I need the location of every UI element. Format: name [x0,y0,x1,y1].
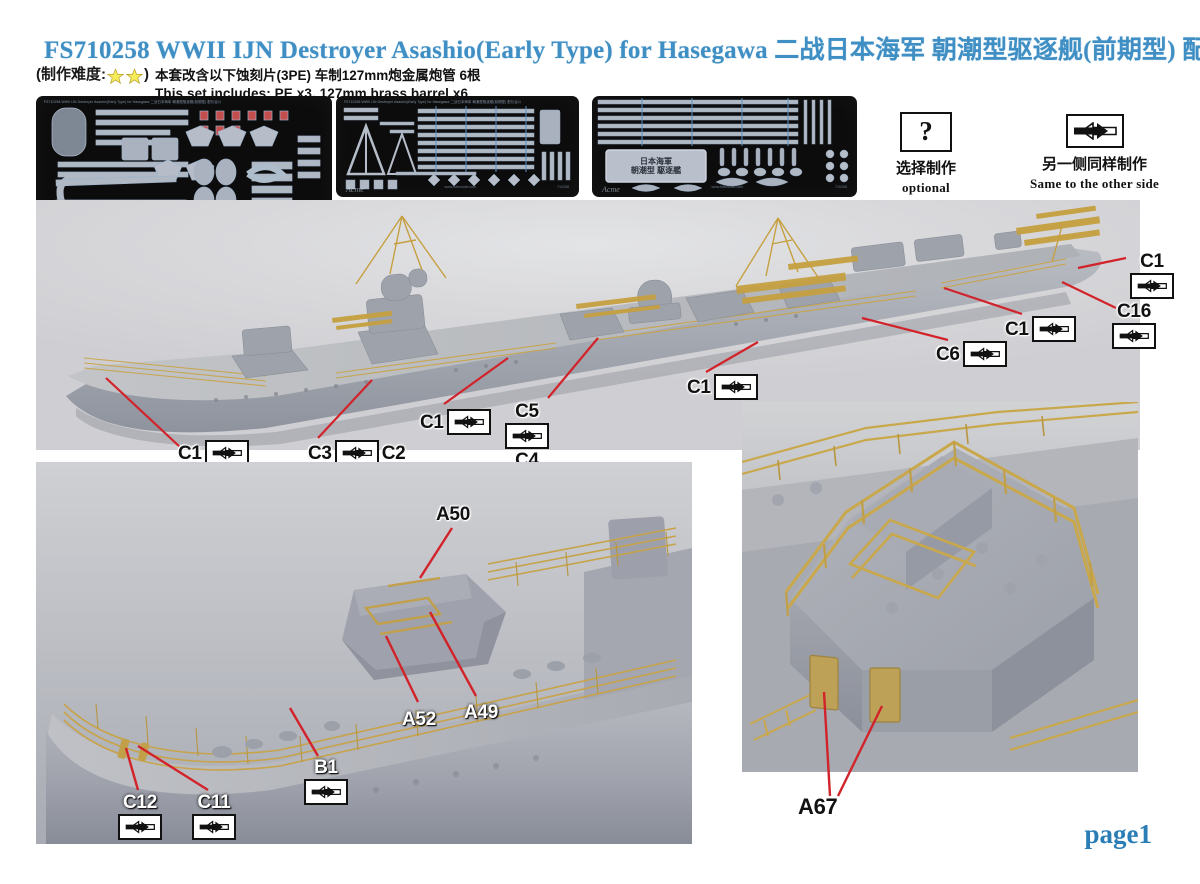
callout-c11[interactable]: C11 [192,793,236,840]
bow-detail-art [36,462,692,844]
callout-c16[interactable]: C16 [1112,302,1156,349]
callout-code-secondary: C2 [381,442,406,464]
legend-same-other-side-cn: 另一侧同样制作 [1042,156,1148,173]
callout-code: C1 [1005,318,1029,340]
mirror-arrow-icon [118,814,162,840]
callout-code: B1 [314,757,338,778]
legend-same-other-side-en: Same to the other side [1030,176,1160,191]
difficulty-rating: (制作难度: ) [36,66,149,85]
callout-b1[interactable]: B1 [304,758,348,805]
fret-footer: Acme www.fsfsmodel.com 710258 [592,185,857,194]
callout-code: C1 [1140,251,1164,272]
bridge-detail-photo [742,402,1138,772]
bow-detail-photo [36,462,692,844]
callout-c3-c2[interactable]: C3 C2 [308,440,406,466]
pe-fret-2-photo: FS710258 WWII IJN Destroyer Asashio(Earl… [336,96,579,197]
pe-fret-3-photo: 日本海軍 朝潮型 駆逐艦 Acme www.fsfsmodel.com 7102… [592,96,857,197]
mirror-arrow-icon [304,779,348,805]
nameplate-line-1: 日本海軍 [640,156,672,166]
legend-optional-en: optional [902,180,950,195]
callout-code: A52 [402,709,436,730]
legend-optional-cn: 选择制作 [896,160,957,177]
difficulty-label-prefix: (制作难度: [36,66,106,83]
callout-c12[interactable]: C12 [118,793,162,840]
mirror-arrow-icon [1130,273,1174,299]
nameplate: 日本海軍 朝潮型 駆逐艦 [610,152,702,180]
mirror-arrow-icon [713,374,758,400]
callout-code: C16 [1117,301,1151,322]
callout-code: C6 [936,343,960,365]
fret-2-parts [343,106,571,190]
bridge-detail-art [742,402,1138,772]
callout-code: C11 [197,792,231,813]
question-mark-icon: ? [900,112,952,152]
fret-3-parts [597,98,849,192]
callout-c1-aft[interactable]: C1 [1005,316,1076,342]
fret-website: www.fsfsmodel.com [444,185,477,189]
callout-c1-midforward[interactable]: C1 [420,409,491,435]
callout-a67[interactable]: A67 [798,794,838,819]
legend-same-other-side: 另一侧同样制作 Same to the other side [1030,114,1159,192]
callout-c5-c4[interactable]: C5 C4 [505,402,549,470]
fret-website: www.fsfsmodel.com [711,185,744,189]
callout-code: A50 [436,504,470,525]
fret-code: 710258 [835,185,847,189]
callout-code: C1 [178,442,202,464]
callout-code: C1 [420,411,444,433]
callout-a50[interactable]: A50 [436,505,470,524]
mirror-arrow-icon [1031,316,1076,342]
callout-code: A49 [464,702,498,723]
set-contents-cn: 本套改含以下蚀刻片(3PE) 车制127mm炮金属炮管 6根 [155,68,481,83]
page-title: FS710258 WWII IJN Destroyer Asashio(Earl… [44,37,1200,64]
callout-code: C1 [687,376,711,398]
fret-header-text: FS710258 WWII IJN Destroyer Asashio(Earl… [344,100,522,104]
fret-brand: Acme [602,185,620,194]
mirror-arrow-icon [192,814,236,840]
callout-code: C3 [308,442,332,464]
callout-code: C5 [515,401,539,422]
callout-code: A67 [798,794,838,819]
mirror-arrow-icon [1065,114,1124,148]
page-number: page1 [1084,819,1153,849]
mirror-arrow-icon [962,341,1007,367]
fret-header-text: FS710258 WWII IJN Destroyer Asashio(Earl… [44,100,222,104]
mirror-arrow-icon [334,440,379,466]
mirror-arrow-icon [1112,323,1156,349]
callout-c1-mid[interactable]: C1 [687,374,758,400]
callout-c1-stern[interactable]: C1 [1130,252,1174,299]
callout-a52[interactable]: A52 [402,710,436,729]
mirror-arrow-icon [446,409,491,435]
callout-c6[interactable]: C6 [936,341,1007,367]
callout-a49[interactable]: A49 [464,703,498,722]
star-icon [125,68,144,85]
legend-optional: ? 选择制作 optional [896,112,956,196]
star-icon [106,68,125,85]
fret-code: 710258 [557,185,569,189]
nameplate-line-2: 朝潮型 駆逐艦 [630,166,682,175]
difficulty-label-suffix: ) [144,66,149,83]
fret-brand: Acme [346,185,364,194]
fret-footer: Acme www.fsfsmodel.com 710258 [336,185,579,194]
callout-code: C12 [123,792,157,813]
mirror-arrow-icon [505,423,549,449]
